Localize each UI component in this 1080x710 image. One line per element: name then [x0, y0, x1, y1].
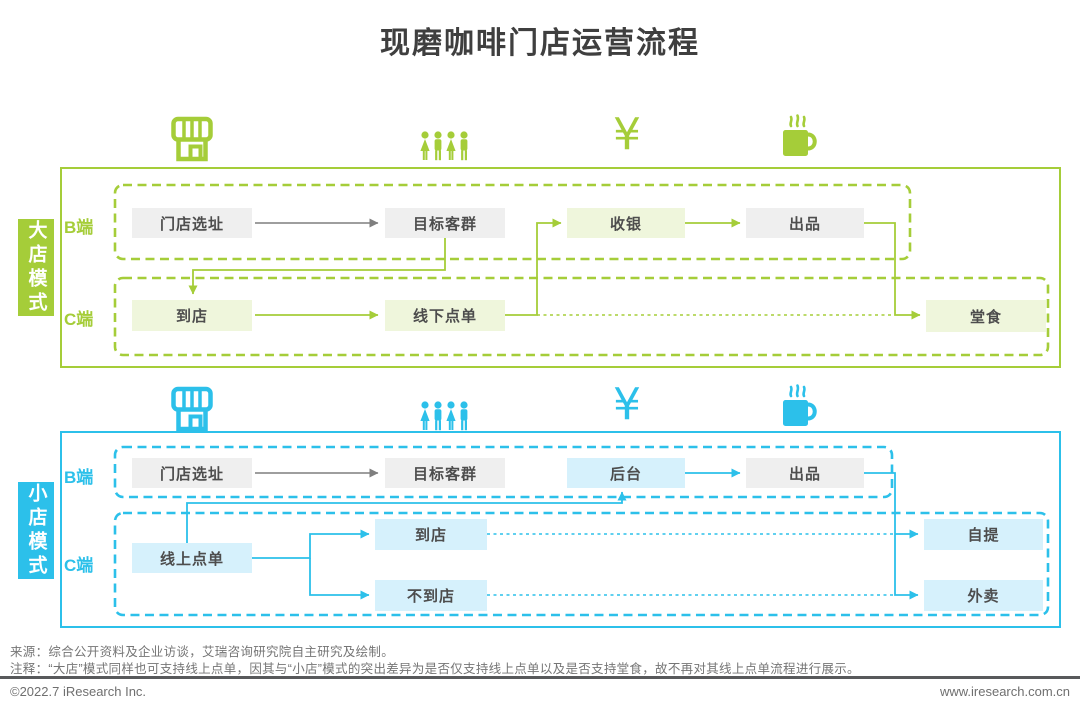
small-store-c-row-label: C端 [64, 556, 94, 575]
storefront-icon [168, 116, 216, 162]
coffee-mug-icon [778, 382, 822, 430]
node-target-customers-big: 目标客群 [385, 208, 505, 238]
source-note: 来源：综合公开资料及企业访谈，艾瑞咨询研究院自主研究及绘制。 [10, 645, 395, 659]
node-site-selection-big: 门店选址 [132, 208, 252, 238]
big-store-section-label: 大店模式 [18, 219, 54, 316]
copyright-text: ©2022.7 iResearch Inc. [10, 684, 147, 699]
node-arrive-store-big: 到店 [132, 300, 252, 331]
node-production-big: 出品 [746, 208, 864, 238]
big-store-border [60, 167, 1061, 368]
node-offline-order: 线下点单 [385, 300, 505, 331]
node-self-pickup: 自提 [924, 519, 1043, 550]
coffee-mug-icon [778, 112, 822, 160]
big-store-b-row-label: B端 [64, 218, 94, 237]
storefront-icon [168, 386, 216, 432]
small-store-section-label: 小店模式 [18, 482, 54, 579]
node-cashier: 收银 [567, 208, 685, 238]
website-link[interactable]: www.iresearch.com.cn [939, 684, 1070, 699]
annotation-note: 注释：“大店”模式同样也可支持线上点单，因其与“小店”模式的突出差异为是否仅支持… [10, 662, 860, 676]
node-delivery: 外卖 [924, 580, 1043, 611]
node-production-small: 出品 [746, 458, 864, 488]
node-online-order: 线上点单 [132, 543, 252, 573]
node-site-selection-small: 门店选址 [132, 458, 252, 488]
customers-icon [419, 401, 471, 431]
yen-icon: ¥ [613, 109, 641, 160]
node-target-customers-small: 目标客群 [385, 458, 505, 488]
node-backend: 后台 [567, 458, 685, 488]
node-dine-in: 堂食 [926, 300, 1046, 332]
node-no-arrive-store: 不到店 [375, 580, 487, 611]
big-store-c-row-label: C端 [64, 310, 94, 329]
customers-icon [419, 131, 471, 161]
small-store-b-row-label: B端 [64, 468, 94, 487]
small-store-border [60, 431, 1061, 628]
page-title: 现磨咖啡门店运营流程 [380, 27, 700, 60]
footer-divider [0, 676, 1080, 679]
node-arrive-store-small: 到店 [375, 519, 487, 550]
yen-icon: ¥ [613, 379, 641, 430]
